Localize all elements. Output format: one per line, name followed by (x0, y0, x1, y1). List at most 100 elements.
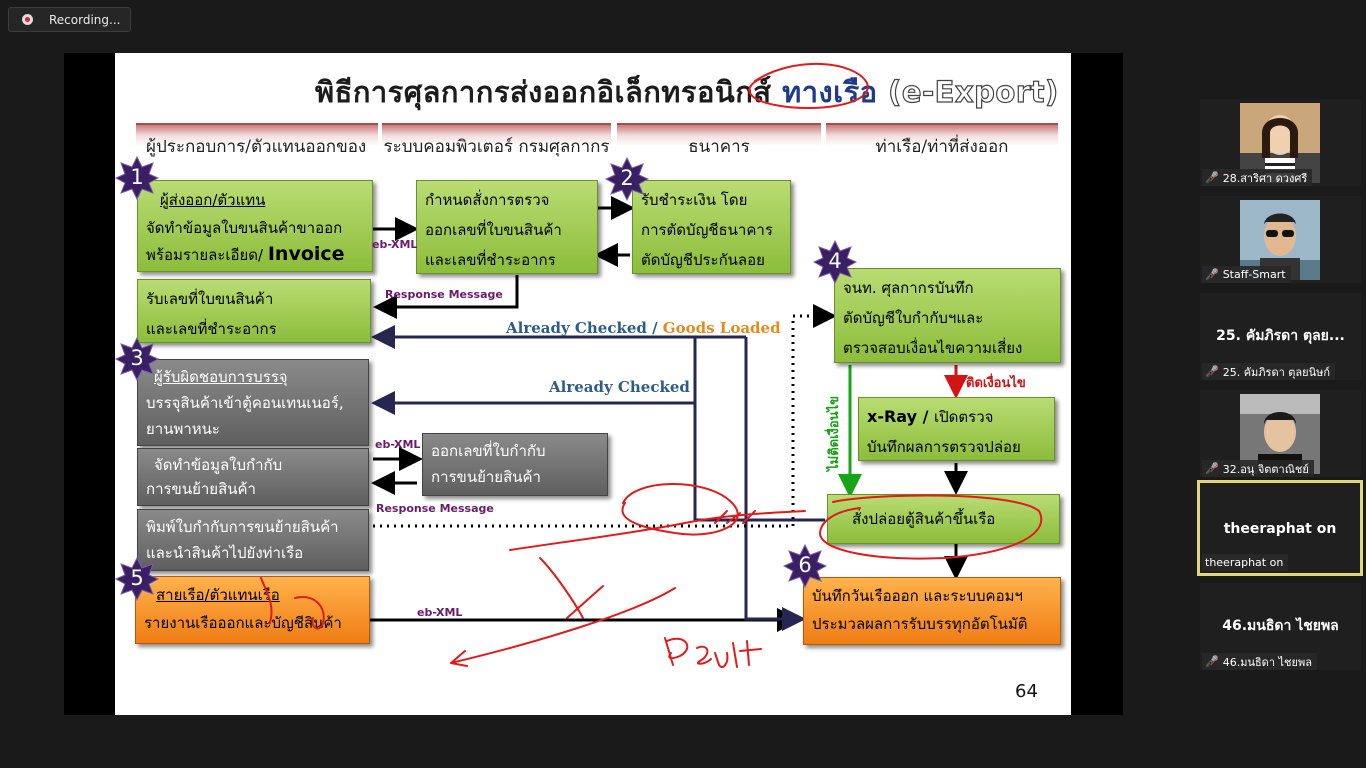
customs-line3: และเลขที่ชำระอากร (425, 251, 556, 269)
officer-line3: ตรวจสอบเงื่อนไขความเสี่ยง (843, 339, 1023, 357)
box1-title: ผู้ส่งออก/ตัวแทน (160, 191, 266, 209)
label-response-1: Response Message (385, 288, 503, 301)
participant-name: 🎤̸Staff-Smart (1202, 266, 1291, 283)
header-port: ท่าเรือ/ท่าที่ส่งออก (826, 123, 1058, 163)
officer-line2: ตัดบัญชีใบกำกับฯและ (843, 309, 984, 327)
box1-invoice: Invoice (267, 243, 345, 265)
mic-muted-icon: 🎤̸ (1205, 655, 1219, 668)
print-line2: และนำสินค้าไปยังท่าเรือ (146, 544, 304, 562)
box1-line2: จัดทำข้อมูลใบขนสินค้าขาออก (146, 219, 343, 237)
xray-line2: บันทึกผลการตรวจปล่อย (867, 438, 1021, 456)
step-number: 2 (620, 166, 634, 190)
participant-display-name: 46.มนธิดา ไชยพล (1222, 618, 1339, 634)
officer-line1: จนท. ศุลกากรบันทึก (843, 279, 974, 297)
recording-label: Recording... (49, 12, 121, 27)
participant-name: 🎤̸28.สาริศา ดวงศรี (1202, 169, 1313, 186)
label-response-2: Response Message (376, 502, 494, 515)
header-bank: ธนาคาร (617, 123, 821, 163)
label-already-checked-goods-loaded: Already Checked / Goods Loaded (506, 319, 781, 337)
participant-tile[interactable]: 🎤̸28.สาริศา ดวงศรี (1200, 99, 1361, 186)
receive-line2: และเลขที่ชำระอากร (146, 320, 277, 338)
step-number: 1 (130, 165, 144, 189)
box-shipping-line: สายเรือ/ตัวแทนเรือ รายงานเรือออกและบัญชี… (135, 576, 370, 644)
record-line1: บันทึกวันเรือออก และระบบคอมฯ (812, 587, 1023, 605)
participant-tile[interactable]: 🎤̸32.อนุ จิตตาณิชย์ (1200, 390, 1361, 477)
participant-display-name: theeraphat on (1223, 521, 1337, 537)
customs-line1: กำหนดสั่งการตรวจ (425, 191, 550, 209)
box-print-document: พิมพ์ใบกำกับการขนย้ายสินค้า และนำสินค้าไ… (137, 509, 369, 571)
label-already-checked: Already Checked (549, 378, 690, 396)
bank-line3: ตัดบัญชีประกันลอย (641, 251, 765, 269)
mic-muted-icon: 🎤̸ (1205, 462, 1219, 475)
already-checked-text: Already Checked / (506, 319, 663, 337)
goods-loaded-text: Goods Loaded (662, 319, 781, 337)
pack-title: ผู้รับผิดชอบการบรรจุ (154, 368, 288, 386)
print-line1: พิมพ์ใบกำกับการขนย้ายสินค้า (146, 518, 339, 536)
participant-display-name: 25. คัมภิรดา ตุลย... (1216, 328, 1345, 344)
box-customs-system: กำหนดสั่งการตรวจ ออกเลขที่ใบขนสินค้า และ… (416, 180, 598, 274)
box-packing: ผู้รับผิดชอบการบรรจุ บรรจุสินค้าเข้าตู้ค… (137, 359, 369, 446)
mic-muted-icon: 🎤̸ (1205, 171, 1219, 184)
step-badge-4: 4 (813, 240, 857, 284)
label-ebxml-2: eb-XML (375, 438, 421, 451)
box-customs-officer: จนท. ศุลกากรบันทึก ตัดบัญชีใบกำกับฯและ ต… (834, 268, 1061, 363)
step-badge-1: 1 (115, 156, 159, 200)
label-red-condition: ติดเงื่อนไข (966, 376, 1026, 391)
mic-muted-icon: 🎤̸ (1205, 365, 1219, 378)
ship-title: สายเรือ/ตัวแทนเรือ (156, 586, 280, 604)
box1-line3: พร้อมรายละเอียด/ (146, 246, 268, 264)
xray-line1: เปิดตรวจ (934, 408, 994, 426)
box-issue-number: ออกเลขที่ใบกำกับ การขนย้ายสินค้า (422, 433, 608, 496)
slide-title: พิธีการศุลกากรส่งออกอิเล็กทรอนิกส์ ทางเร… (315, 69, 1059, 115)
step-number: 6 (798, 553, 812, 577)
step-number: 3 (130, 346, 144, 370)
record-line2: ประมวลผลการรับบรรทุกอัตโนมัติ (812, 615, 1028, 633)
box-prepare-document: จัดทำข้อมูลใบกำกับ การขนย้ายสินค้า (137, 448, 369, 506)
step-number: 5 (130, 566, 144, 590)
presentation-slide: พิธีการศุลกากรส่งออกอิเล็กทรอนิกส์ ทางเร… (115, 53, 1071, 715)
participant-tile[interactable]: 25. คัมภิรดา ตุลย... 🎤̸25. คัมภิรดา ตุลย… (1200, 293, 1361, 380)
step-badge-3: 3 (115, 337, 159, 381)
bank-line2: การตัดบัญชีธนาคาร (641, 221, 773, 239)
box-release-container: สั่งปล่อยตู้สินค้าขึ้นเรือ (827, 494, 1060, 544)
participant-name: 🎤̸32.อนุ จิตตาณิชย์ (1202, 460, 1314, 477)
participant-tile-active[interactable]: theeraphat on theeraphat on (1197, 480, 1363, 576)
title-main: พิธีการศุลกากรส่งออกอิเล็กทรอนิกส์ (315, 75, 783, 109)
recording-indicator[interactable]: Recording... (8, 7, 131, 32)
receive-line1: รับเลขที่ใบขนสินค้า (146, 290, 274, 308)
participant-name: theeraphat on (1202, 554, 1289, 571)
step-badge-5: 5 (115, 557, 159, 601)
participant-tile[interactable]: 🎤̸Staff-Smart (1200, 196, 1361, 283)
bank-line1: รับชำระเงิน โดย (641, 191, 748, 209)
header-exporter: ผู้ประกอบการ/ตัวแทนออกของ (136, 123, 378, 163)
label-ebxml-3: eb-XML (417, 606, 463, 619)
pack-line2: บรรจุสินค้าเข้าตู้คอนเทนเนอร์, (146, 394, 344, 412)
box-record-departure: บันทึกวันเรือออก และระบบคอมฯ ประมวลผลการ… (803, 577, 1061, 645)
participant-tile[interactable]: 46.มนธิดา ไชยพล 🎤̸46.มนธิดา ไชยพล (1200, 583, 1361, 670)
record-icon (22, 14, 33, 25)
label-no-condition: ไม่ติดเงื่อนไข (827, 396, 842, 471)
prepare-line2: การขนย้ายสินค้า (146, 480, 256, 498)
page-number: 64 (1015, 681, 1038, 702)
release-line1: สั่งปล่อยตู้สินค้าขึ้นเรือ (852, 510, 996, 528)
box-receive-number: รับเลขที่ใบขนสินค้า และเลขที่ชำระอากร (137, 279, 371, 343)
pack-line3: ยานพาหนะ (146, 420, 220, 438)
step-badge-2: 2 (605, 157, 649, 201)
issue-line1: ออกเลขที่ใบกำกับ (431, 442, 546, 460)
mic-muted-icon: 🎤̸ (1205, 268, 1219, 281)
box-xray: x-Ray / เปิดตรวจ บันทึกผลการตรวจปล่อย (858, 397, 1055, 461)
customs-line2: ออกเลขที่ใบขนสินค้า (425, 221, 562, 239)
label-ebxml-1: eb-XML (372, 238, 418, 251)
header-customs: ระบบคอมพิวเตอร์ กรมศุลกากร (382, 123, 611, 163)
participant-name: 🎤̸25. คัมภิรดา ตุลยนิษก์ (1202, 363, 1336, 380)
title-eexport: (e-Export) (877, 74, 1059, 109)
step-number: 4 (828, 249, 842, 273)
box-bank: รับชำระเงิน โดย การตัดบัญชีธนาคาร ตัดบัญ… (632, 180, 791, 274)
box-exporter: ผู้ส่งออก/ตัวแทน จัดทำข้อมูลใบขนสินค้าขา… (137, 180, 373, 272)
participant-name: 🎤̸46.มนธิดา ไชยพล (1202, 653, 1317, 670)
ship-line2: รายงานเรือออกและบัญชีสินค้า (144, 614, 342, 632)
issue-line2: การขนย้ายสินค้า (431, 468, 541, 486)
step-badge-6: 6 (783, 544, 827, 588)
prepare-line1: จัดทำข้อมูลใบกำกับ (154, 456, 283, 474)
xray-bold: x-Ray / (867, 407, 934, 426)
